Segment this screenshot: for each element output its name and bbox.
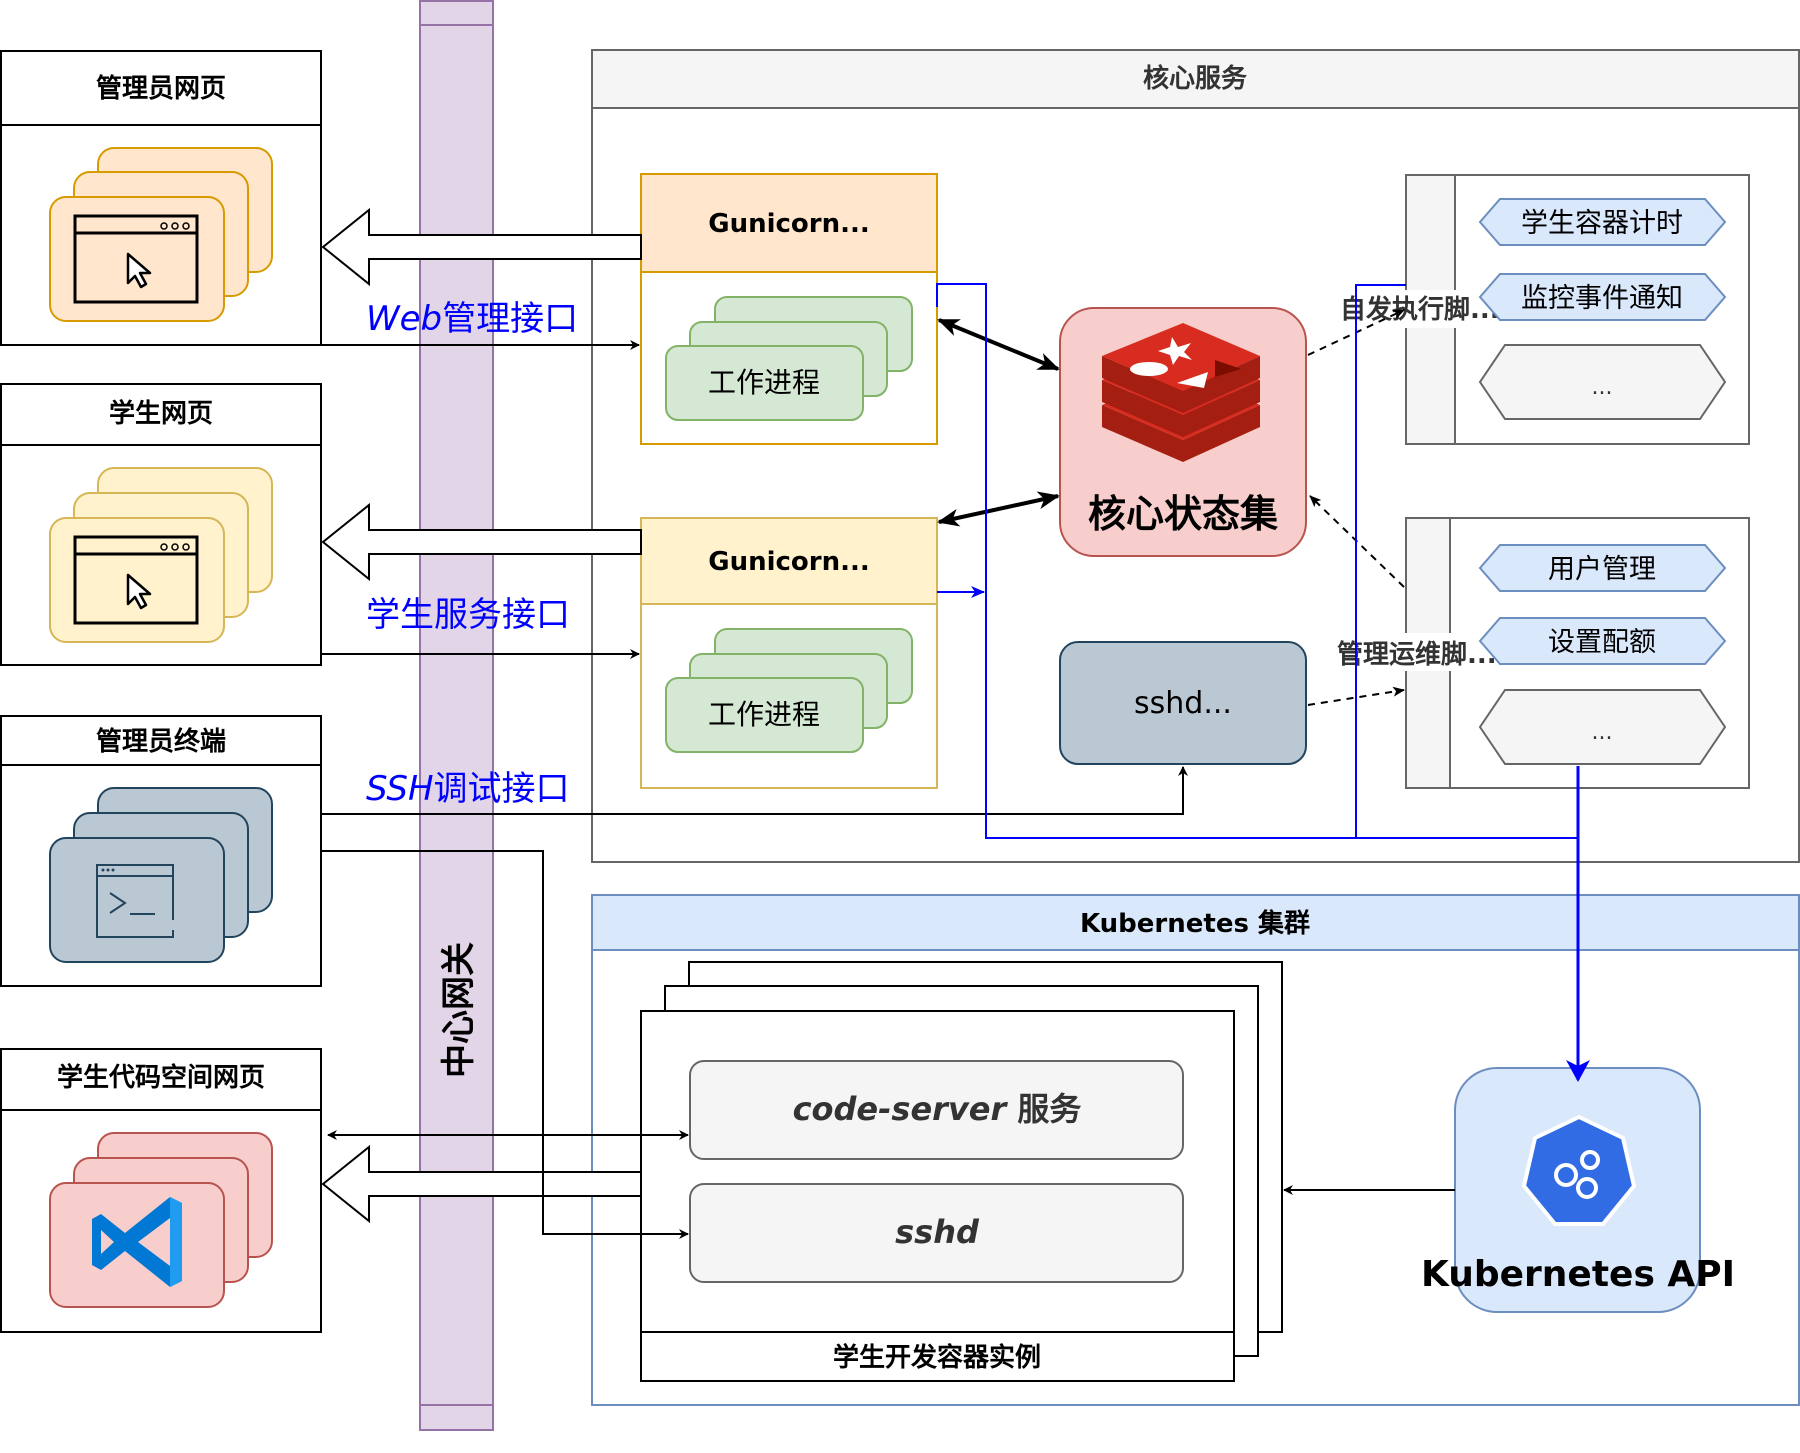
sshd-core-box: sshd... [1059,641,1307,765]
container-sshd-box [689,1183,1184,1283]
admin-web-title: 管理员网页 [96,74,226,104]
student-codespace-panel: 学生代码空间网页 [0,1048,322,1333]
admin-terminal-panel: 管理员终端 [0,715,322,987]
ssh-debug-interface-label: SSH调试接口 [366,769,570,809]
gunicorn-group-2: Gunicorn... 工作进程 [640,517,938,789]
admin-terminal-title: 管理员终端 [96,726,226,757]
code-server-label: code-server 服务 [793,1090,1082,1128]
gunicorn-1-label: Gunicorn... [708,209,870,239]
sshd-core-label: sshd... [1134,686,1232,721]
auto-script-item: 学生容器计时 [1521,208,1683,239]
core-services-title: 核心服务 [1143,63,1247,94]
hollow-arrows [321,207,642,1224]
gunicorn-group-1: Gunicorn... 工作进程 [640,173,938,445]
admin-script-item: 用户管理 [1548,554,1656,585]
auto-script-item: ... [1592,375,1613,400]
browser-window-icon [49,147,273,322]
student-container-label: 学生开发容器实例 [833,1342,1041,1373]
terminal-icon [49,787,273,963]
redis-state-store: 核心状态集 [1059,307,1307,557]
student-container-stack: 学生开发容器实例 code-server 服务 sshd [640,961,1283,1382]
admin-script-item: ... [1592,720,1613,745]
web-admin-interface-label: Web管理接口 [366,299,578,339]
auto-scripts-container: 自发执行脚... 学生容器计时 监控事件通知 ... [1340,174,1750,445]
k8s-api-node: Kubernetes API [1421,1067,1735,1313]
interface-labels: Web管理接口 学生服务接口 SSH调试接口 [366,299,578,809]
worker-process-1 [665,345,864,421]
worker-2-label: 工作进程 [708,698,820,731]
redis-label: 核心状态集 [1088,492,1278,536]
gunicorn-2-label: Gunicorn... [708,547,870,577]
auto-script-item: 监控事件通知 [1521,283,1683,314]
central-gateway-bar: 中心网关 [419,0,494,1431]
vscode-icon [49,1132,273,1308]
student-web-panel: 学生网页 [0,383,322,666]
kubernetes-logo-icon [1522,1115,1636,1226]
gateway-label: 中心网关 [439,942,479,1078]
k8s-cluster-title: Kubernetes 集群 [1080,908,1310,939]
worker-1-label: 工作进程 [708,366,820,399]
k8s-api-label: Kubernetes API [1421,1254,1735,1295]
code-server-box [689,1060,1184,1160]
black-connectors [321,318,1455,1239]
admin-scripts-label: 管理运维脚... [1337,639,1497,670]
admin-scripts-container: 管理运维脚... 用户管理 设置配额 ... [1335,517,1750,789]
browser-window-icon [49,467,273,643]
student-web-title: 学生网页 [109,398,213,429]
container-sshd-label: sshd [895,1213,980,1251]
blue-connectors [936,283,1590,1082]
redis-logo-icon [1102,323,1260,462]
admin-web-panel: 管理员网页 [0,50,322,346]
admin-script-item: 设置配额 [1548,627,1656,658]
auto-scripts-label: 自发执行脚... [1340,294,1500,325]
student-codespace-title: 学生代码空间网页 [57,1062,265,1093]
student-service-interface-label: 学生服务接口 [366,595,570,635]
worker-process-2 [665,677,864,753]
